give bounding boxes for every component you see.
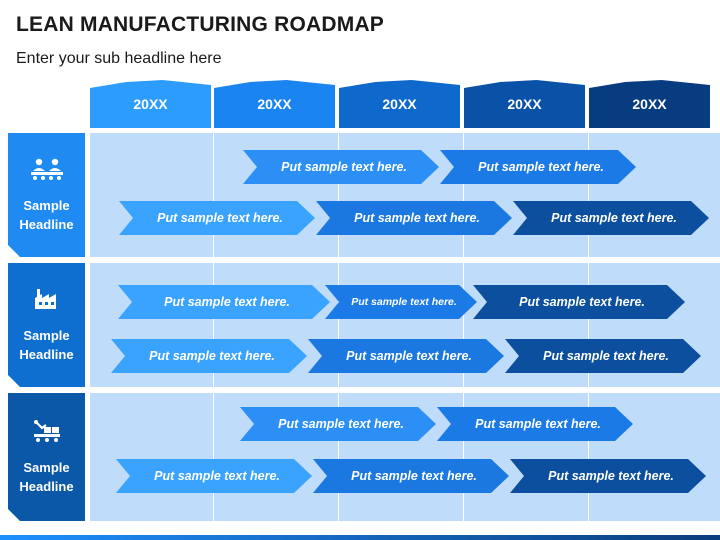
year-header-5: 20XX [589,80,710,128]
year-header-2: 20XX [214,80,335,128]
row-label-text: Sample Headline [19,327,74,362]
grid-cell [89,392,215,522]
timeline-arrow: Put sample text here. [316,201,512,235]
timeline-arrow: Put sample text here. [437,407,633,441]
timeline-arrow: Put sample text here. [308,339,504,373]
factory-icon [34,287,60,316]
year-header-4: 20XX [464,80,585,128]
year-header-1: 20XX [90,80,211,128]
timeline-arrow: Put sample text here. [240,407,436,441]
timeline-arrow: Put sample text here. [325,285,477,319]
grid-cell [89,132,215,258]
timeline-arrow: Put sample text here. [111,339,307,373]
timeline-arrow: Put sample text here. [116,459,312,493]
workers-icon [30,157,64,186]
timeline-arrow: Put sample text here. [510,459,706,493]
timeline-arrow: Put sample text here. [505,339,701,373]
timeline-arrow: Put sample text here. [119,201,315,235]
page-title: LEAN MANUFACTURING ROADMAP [16,13,385,36]
timeline-arrow: Put sample text here. [513,201,709,235]
row-label-text: Sample Headline [19,459,74,494]
row-label-3: Sample Headline [8,393,85,521]
row-label-2: Sample Headline [8,263,85,387]
page-subtitle: Enter your sub headline here [16,50,222,67]
timeline-arrow: Put sample text here. [473,285,685,319]
timeline-arrow: Put sample text here. [440,150,636,184]
year-header-3: 20XX [339,80,460,128]
timeline-arrow: Put sample text here. [313,459,509,493]
conveyor-icon [32,419,62,448]
timeline-arrow: Put sample text here. [243,150,439,184]
footer-line [0,535,720,540]
timeline-arrow: Put sample text here. [118,285,330,319]
row-label-1: Sample Headline [8,133,85,257]
row-label-text: Sample Headline [19,197,74,232]
